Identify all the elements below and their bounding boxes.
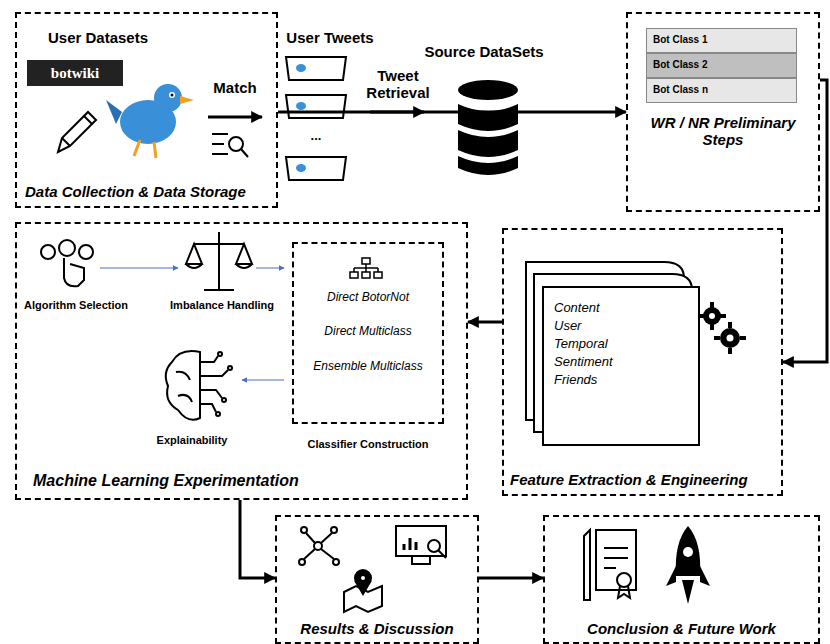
process-panel: Conclusion & Future Work — [543, 515, 820, 644]
flow-connector — [240, 500, 275, 578]
node-text: Direct Multiclass — [294, 324, 442, 338]
flow-connector — [468, 321, 502, 324]
certificate-icon — [584, 530, 636, 600]
panel-heading: Data Collection & Data Storage — [25, 183, 246, 200]
twitter-bird — [106, 84, 194, 158]
step-label: Algorithm Selection — [24, 299, 128, 311]
panel-heading: WR / NR Preliminary Steps — [648, 114, 798, 148]
scales-icon — [186, 232, 252, 290]
rocket-icon — [666, 526, 710, 604]
flow-arrow — [256, 268, 284, 269]
monitor-icon — [396, 526, 446, 564]
ellipsis: ... — [311, 128, 322, 143]
touch-icon — [41, 240, 93, 286]
storage-label: Source DataSets — [424, 43, 543, 60]
step-label: Explainability — [157, 434, 228, 446]
class-row: Bot Class 2 — [646, 53, 797, 78]
node-text: Temporal — [554, 336, 608, 351]
node-text: Ensemble Multiclass — [294, 359, 442, 373]
panel-heading: Feature Extraction & Engineering — [510, 471, 748, 488]
classifier-box: Direct BotorNotDirect MulticlassEnsemble… — [292, 242, 444, 424]
flow-connector — [479, 577, 543, 580]
panel-heading: Results & Discussion — [277, 620, 477, 637]
map-icon — [344, 570, 382, 612]
feature-document: ContentUserTemporalSentimentFriends — [542, 286, 700, 446]
pencil-icon — [58, 112, 96, 152]
node-text: Friends — [554, 372, 597, 387]
network-icon — [299, 527, 339, 565]
node-text: Content — [554, 300, 600, 315]
match-arrow — [208, 116, 262, 119]
node-text: Bot Class n — [653, 84, 708, 95]
tweet-bird-marks — [296, 64, 306, 172]
search-icon — [212, 134, 248, 157]
node-text: Bot Class 2 — [653, 59, 707, 70]
tweets-label: User Tweets — [286, 29, 373, 46]
class-row: Bot Class n — [646, 78, 797, 103]
flow-connector — [278, 111, 626, 114]
node-text: Classifier Construction — [284, 438, 452, 450]
botwiki-logo: botwiki — [27, 60, 123, 86]
process-panel: WR / NR Preliminary Steps Bot Class 1 Bot … — [626, 12, 820, 212]
class-row: Bot Class 1 — [646, 28, 797, 53]
tweet-cards — [286, 57, 346, 180]
node-text: Sentiment — [554, 354, 613, 369]
step-label: Tweet Retrieval — [356, 67, 440, 101]
brain-icon — [166, 351, 232, 420]
database-icon — [458, 80, 518, 175]
panel-heading: Conclusion & Future Work — [545, 620, 818, 637]
panel-heading: Machine Learning Experimentation — [33, 472, 299, 490]
process-panel: Machine Learning Experimentation Direct B… — [15, 222, 468, 500]
flow-arrow — [100, 268, 178, 269]
process-panel: Results & Discussion — [275, 515, 479, 644]
tree-icon — [350, 258, 382, 278]
step-label: Imbalance Handling — [170, 299, 274, 311]
node-text: User — [554, 318, 581, 333]
panel-heading: Direct BotorNot — [294, 290, 442, 304]
process-panel: Feature Extraction & Engineering ContentU… — [502, 228, 783, 496]
step-label: Match — [213, 79, 256, 96]
dataset-label: User Datasets — [48, 29, 148, 46]
gears-icon — [698, 302, 746, 354]
node-text: Bot Class 1 — [653, 34, 707, 45]
flow-arrow — [242, 380, 284, 381]
